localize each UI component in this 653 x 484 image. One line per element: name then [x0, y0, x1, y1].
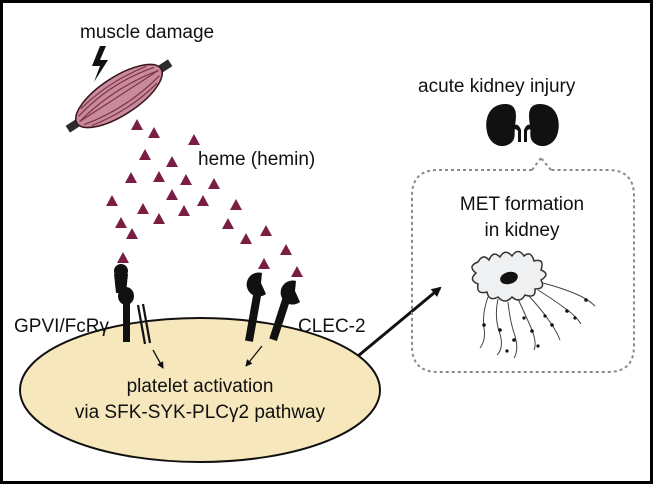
platelet-to-met-arrow	[357, 286, 442, 358]
pathway-label: via SFK-SYK-PLCγ2 pathway	[75, 402, 326, 423]
aki-label: acute kidney injury	[418, 76, 576, 97]
clec2-signal-arrow	[245, 345, 263, 367]
kidney-icon	[486, 104, 559, 147]
clec2-receptor-icon	[245, 272, 300, 342]
met-dashed-box	[411, 169, 635, 373]
heme-triangles	[106, 119, 303, 277]
heme-label: heme (hemin)	[198, 149, 315, 170]
platelet-cell	[19, 317, 381, 463]
macrophage-icon	[471, 250, 596, 359]
dashed-connector-left	[531, 157, 542, 171]
met-formation-label: MET formation	[460, 194, 584, 215]
dashed-connector	[540, 157, 552, 171]
lightning-icon	[92, 46, 108, 82]
in-kidney-label: in kidney	[485, 220, 560, 241]
platelet-activation-label: platelet activation	[127, 376, 274, 397]
gpvi-label: GPVI/FcRγ	[14, 316, 110, 337]
gpvi-signal-arrow	[152, 349, 164, 369]
muscle-damage-label: muscle damage	[80, 22, 214, 43]
muscle-icon	[65, 59, 173, 133]
clec2-label: CLEC-2	[298, 316, 366, 337]
gpvi-receptor-icon	[114, 264, 152, 345]
